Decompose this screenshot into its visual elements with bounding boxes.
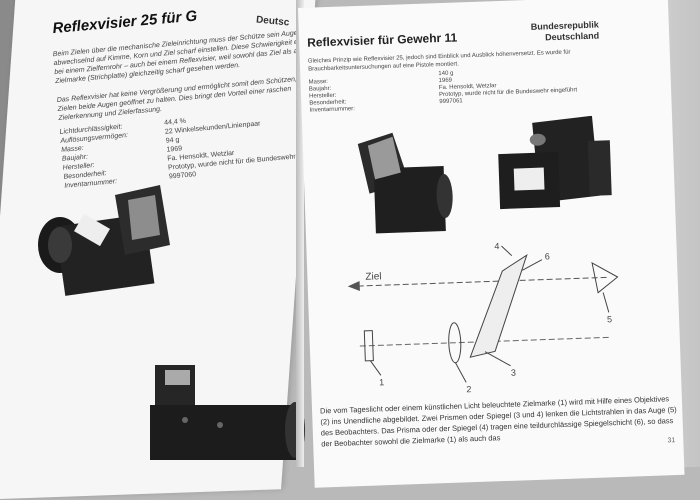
photos-reflexvisier-gewehr-11 [357,115,612,234]
right-spec-labels: Masse: Baujahr: Hersteller: Besonderheit… [309,78,356,115]
eye-5 [591,261,619,294]
right-page: Reflexvisier für Gewehr 11 Bundesrepubli… [298,0,685,488]
sight-line [357,276,608,287]
prism-3-4 [469,253,528,358]
diagram-label-4: 4 [494,241,499,251]
page-number: 31 [667,437,676,445]
photo-reflexvisier-25-side [150,365,305,460]
diagram-label-2: 2 [466,384,471,394]
spec-label: Inventarnummer: [309,106,356,114]
right-page-country: Bundesrepublik Deutschland [531,20,600,44]
diagram-label-5: 5 [607,314,612,324]
optical-diagram: Ziel 1 2 3 4 5 6 [347,241,619,394]
optical-axis [359,336,610,347]
diagram-label-ziel: Ziel [365,271,381,283]
right-page-title: Reflexvisier für Gewehr 11 [306,30,458,50]
diagram-label-6: 6 [545,251,550,261]
right-spec-values: 140 g 1969 Fa. Hensoldt, Wetzlar Prototy… [438,66,577,106]
target-mark-1 [363,330,374,362]
diagram-label-3: 3 [511,368,516,378]
description-text: Die vom Tageslicht oder einem künstliche… [319,394,677,449]
book-spine [296,0,304,467]
arrow-icon [347,281,360,292]
photo-reflexvisier-25-top [38,185,170,296]
diagram-label-1: 1 [379,377,384,387]
